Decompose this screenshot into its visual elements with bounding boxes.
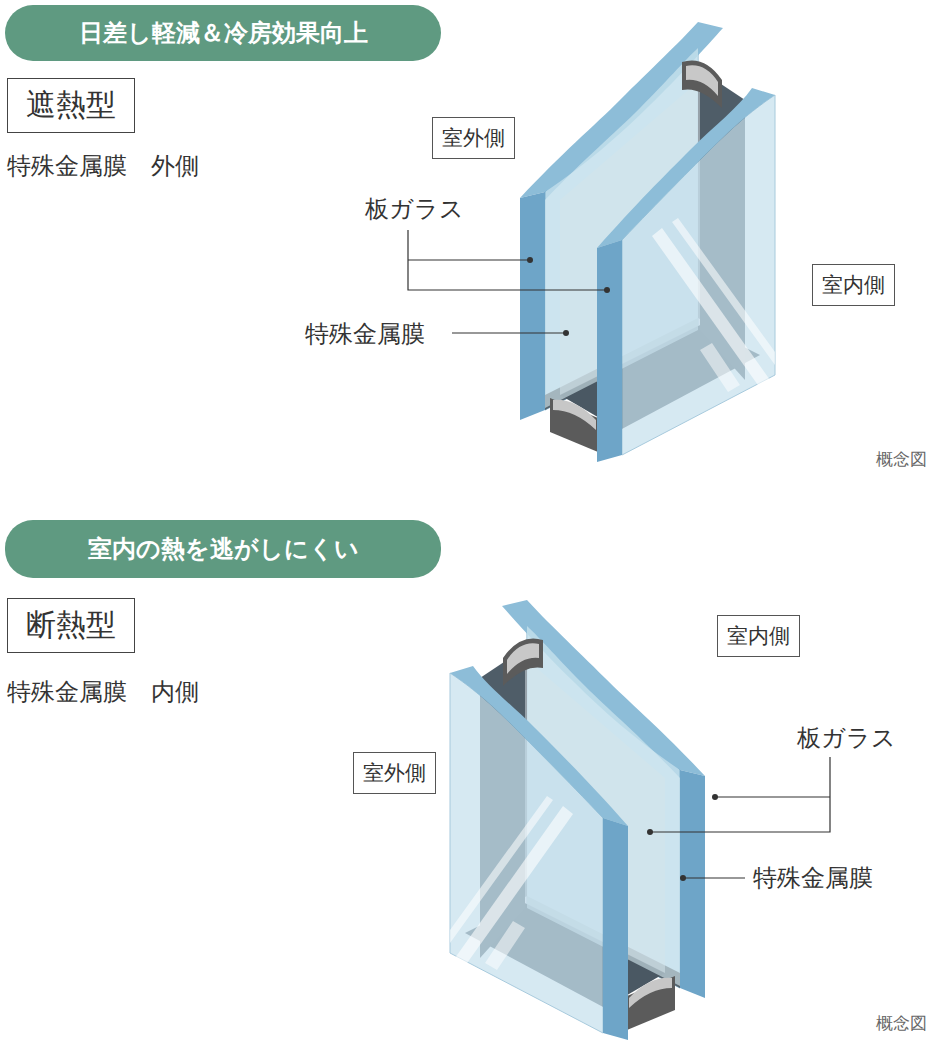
node-text: 日差し軽減＆冷房効果向上 (79, 17, 368, 49)
node-text: 室外側 (442, 126, 505, 150)
part-label: 板ガラス (797, 722, 896, 754)
type-box: 遮熱型 (7, 78, 135, 133)
note-text: 概念図 (876, 1012, 927, 1035)
side-box: 室内側 (812, 264, 895, 306)
part-label: 特殊金属膜 (753, 862, 873, 894)
node-text: 室外側 (363, 761, 426, 785)
side-box: 室外側 (353, 752, 436, 794)
side-box: 室内側 (717, 615, 800, 657)
heading-pill: 日差し軽減＆冷房効果向上 (5, 5, 441, 61)
node-text: 室内の熱を逃がしにくい (88, 533, 359, 565)
type-box: 断熱型 (7, 598, 135, 653)
side-box: 室外側 (432, 117, 515, 159)
note-text: 概念図 (876, 448, 927, 471)
film-note: 特殊金属膜 外側 (7, 150, 199, 182)
node-text: 室内側 (822, 273, 885, 297)
node-text: 遮熱型 (26, 87, 116, 122)
glass-unit (450, 600, 705, 1040)
part-label: 板ガラス (365, 193, 464, 225)
leader-lines (408, 230, 830, 878)
film-note: 特殊金属膜 内側 (7, 676, 199, 708)
node-text: 断熱型 (26, 607, 116, 642)
part-label: 特殊金属膜 (305, 318, 425, 350)
heading-pill: 室内の熱を逃がしにくい (5, 520, 441, 578)
glass-unit (520, 22, 775, 462)
node-text: 室内側 (727, 624, 790, 648)
leader-dots (527, 257, 718, 881)
